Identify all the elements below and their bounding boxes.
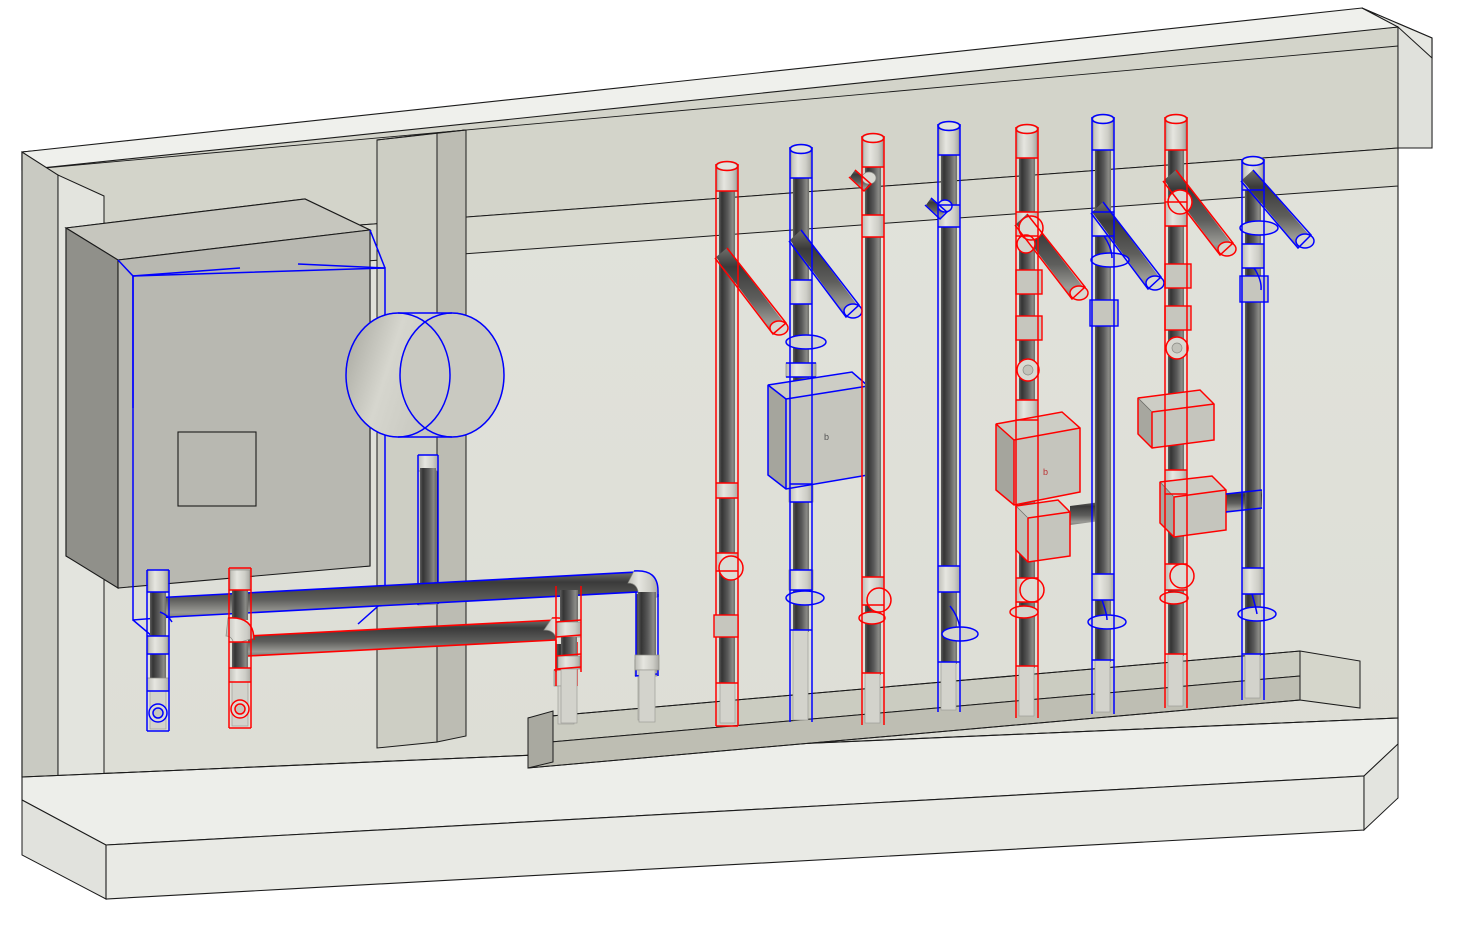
r7-meter-box-upper[interactable] (1137, 389, 1215, 449)
meter-box-mark: b (824, 432, 829, 442)
r8-cold-highlight (1225, 155, 1315, 700)
riser-r5[interactable]: b (995, 123, 1108, 719)
tank-cold-highlight (345, 312, 505, 438)
ceiling-slab (21, 7, 1433, 171)
wall-panel[interactable] (64, 198, 386, 643)
cold-drop-mid[interactable] (634, 592, 660, 723)
r4-cold-highlight (924, 120, 979, 712)
r5-hot-highlight (995, 123, 1089, 718)
riser-r8[interactable] (1225, 155, 1315, 701)
floor-slab (21, 717, 1399, 900)
structural-column (376, 129, 467, 749)
riser-r2[interactable]: b (767, 143, 869, 723)
riser-r4[interactable] (924, 120, 979, 713)
hot-drop-mid[interactable] (555, 586, 582, 724)
r2-meter-box[interactable]: b (767, 371, 869, 490)
r7-hot-highlight (1137, 113, 1237, 708)
cold-drop-left[interactable] (146, 569, 173, 732)
riser-r3[interactable] (848, 132, 892, 726)
expansion-tank[interactable] (345, 312, 505, 438)
r6-cold-highlight (1087, 113, 1165, 714)
r5-meter-box[interactable]: b (995, 411, 1081, 506)
hot-drop-left[interactable] (225, 567, 255, 729)
riser-r6[interactable] (1087, 113, 1165, 715)
tank-drop[interactable] (411, 454, 445, 606)
r7-meter-box-lower[interactable] (1159, 475, 1227, 538)
riser-r7[interactable] (1137, 113, 1262, 709)
meter-mark: b (1043, 467, 1048, 477)
r3-hot-highlight (848, 132, 892, 725)
r5-connector-box[interactable] (1015, 499, 1071, 563)
riser-r1[interactable] (713, 160, 789, 727)
